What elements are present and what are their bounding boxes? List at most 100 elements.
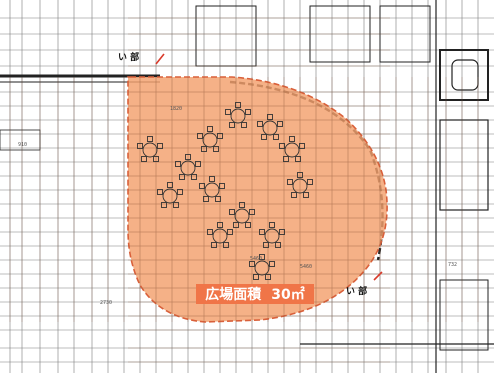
chair xyxy=(167,182,173,188)
chair xyxy=(153,156,159,162)
chair xyxy=(203,196,209,202)
table-with-chairs xyxy=(249,254,275,280)
chair xyxy=(265,274,271,280)
table-with-chairs xyxy=(197,126,223,152)
chair xyxy=(141,156,147,162)
chair xyxy=(269,261,275,267)
round-table xyxy=(204,182,220,198)
chair xyxy=(225,109,231,115)
table-with-chairs xyxy=(279,136,305,162)
round-table xyxy=(230,108,246,124)
chair xyxy=(269,222,275,228)
chair xyxy=(173,202,179,208)
chair xyxy=(201,146,207,152)
right-block xyxy=(439,119,489,211)
chair xyxy=(307,179,313,185)
section-mark-top: い 部 xyxy=(118,53,140,63)
round-table xyxy=(142,142,158,158)
chair xyxy=(267,114,273,120)
round-table xyxy=(254,260,270,276)
chair xyxy=(259,229,265,235)
table-with-chairs xyxy=(287,172,313,198)
plaza-area-value: 30㎡ xyxy=(271,287,305,303)
chair xyxy=(195,161,201,167)
plaza-area-label: 広場面積 30㎡ xyxy=(196,284,314,304)
chair xyxy=(303,192,309,198)
dimension-label-2: 5460 xyxy=(300,264,313,270)
section-line-bottom xyxy=(373,271,383,281)
chair xyxy=(175,161,181,167)
chair xyxy=(249,209,255,215)
table-with-chairs xyxy=(259,222,285,248)
chair xyxy=(199,183,205,189)
chair xyxy=(207,229,213,235)
round-table xyxy=(180,160,196,176)
chair xyxy=(147,136,153,142)
right-lower-block xyxy=(439,279,489,351)
chair xyxy=(229,122,235,128)
chair xyxy=(217,222,223,228)
table-with-chairs xyxy=(157,182,183,208)
upper-right-room-inner xyxy=(451,59,479,91)
chair xyxy=(263,242,269,248)
chair xyxy=(245,222,251,228)
chair xyxy=(213,146,219,152)
chair xyxy=(229,209,235,215)
chair xyxy=(197,133,203,139)
chair xyxy=(211,242,217,248)
round-table xyxy=(212,228,228,244)
chair xyxy=(283,156,289,162)
chair xyxy=(217,133,223,139)
chair xyxy=(279,229,285,235)
dimension-label-3: 1820 xyxy=(170,106,183,112)
chair xyxy=(297,172,303,178)
chair xyxy=(295,156,301,162)
chair xyxy=(227,229,233,235)
round-table xyxy=(162,188,178,204)
table-with-chairs xyxy=(257,114,283,140)
grid-overlay xyxy=(9,17,479,363)
chair xyxy=(179,174,185,180)
chair xyxy=(191,174,197,180)
section-markers xyxy=(155,53,383,281)
table-with-chairs xyxy=(137,136,163,162)
round-table xyxy=(284,142,300,158)
table-with-chairs xyxy=(175,154,201,180)
chair xyxy=(245,109,251,115)
plaza-area-name: 広場面積 xyxy=(205,287,262,303)
upper-right-room xyxy=(439,49,489,101)
chair xyxy=(279,143,285,149)
chair xyxy=(207,126,213,132)
table-clusters xyxy=(137,102,313,280)
chair xyxy=(185,154,191,160)
table-with-chairs xyxy=(225,102,251,128)
round-table xyxy=(264,228,280,244)
table-with-chairs xyxy=(229,202,255,228)
chair xyxy=(209,176,215,182)
table-with-chairs xyxy=(199,176,225,202)
round-table xyxy=(262,120,278,136)
chair xyxy=(259,254,265,260)
dimension-label-4: 2730 xyxy=(100,300,113,306)
chair xyxy=(157,189,163,195)
chair xyxy=(233,222,239,228)
dimension-label-6: 732 xyxy=(448,262,458,268)
chair xyxy=(291,192,297,198)
chair xyxy=(235,102,241,108)
table-with-chairs xyxy=(207,222,233,248)
chair xyxy=(157,143,163,149)
chair xyxy=(137,143,143,149)
plaza-area xyxy=(127,76,388,323)
top-room-a xyxy=(195,5,257,67)
chair xyxy=(223,242,229,248)
chair xyxy=(277,121,283,127)
chair xyxy=(289,136,295,142)
chair xyxy=(287,179,293,185)
round-table xyxy=(234,208,250,224)
section-line-top xyxy=(155,53,165,65)
round-table xyxy=(202,132,218,148)
chair xyxy=(219,183,225,189)
section-mark-bottom: い 部 xyxy=(346,287,368,297)
